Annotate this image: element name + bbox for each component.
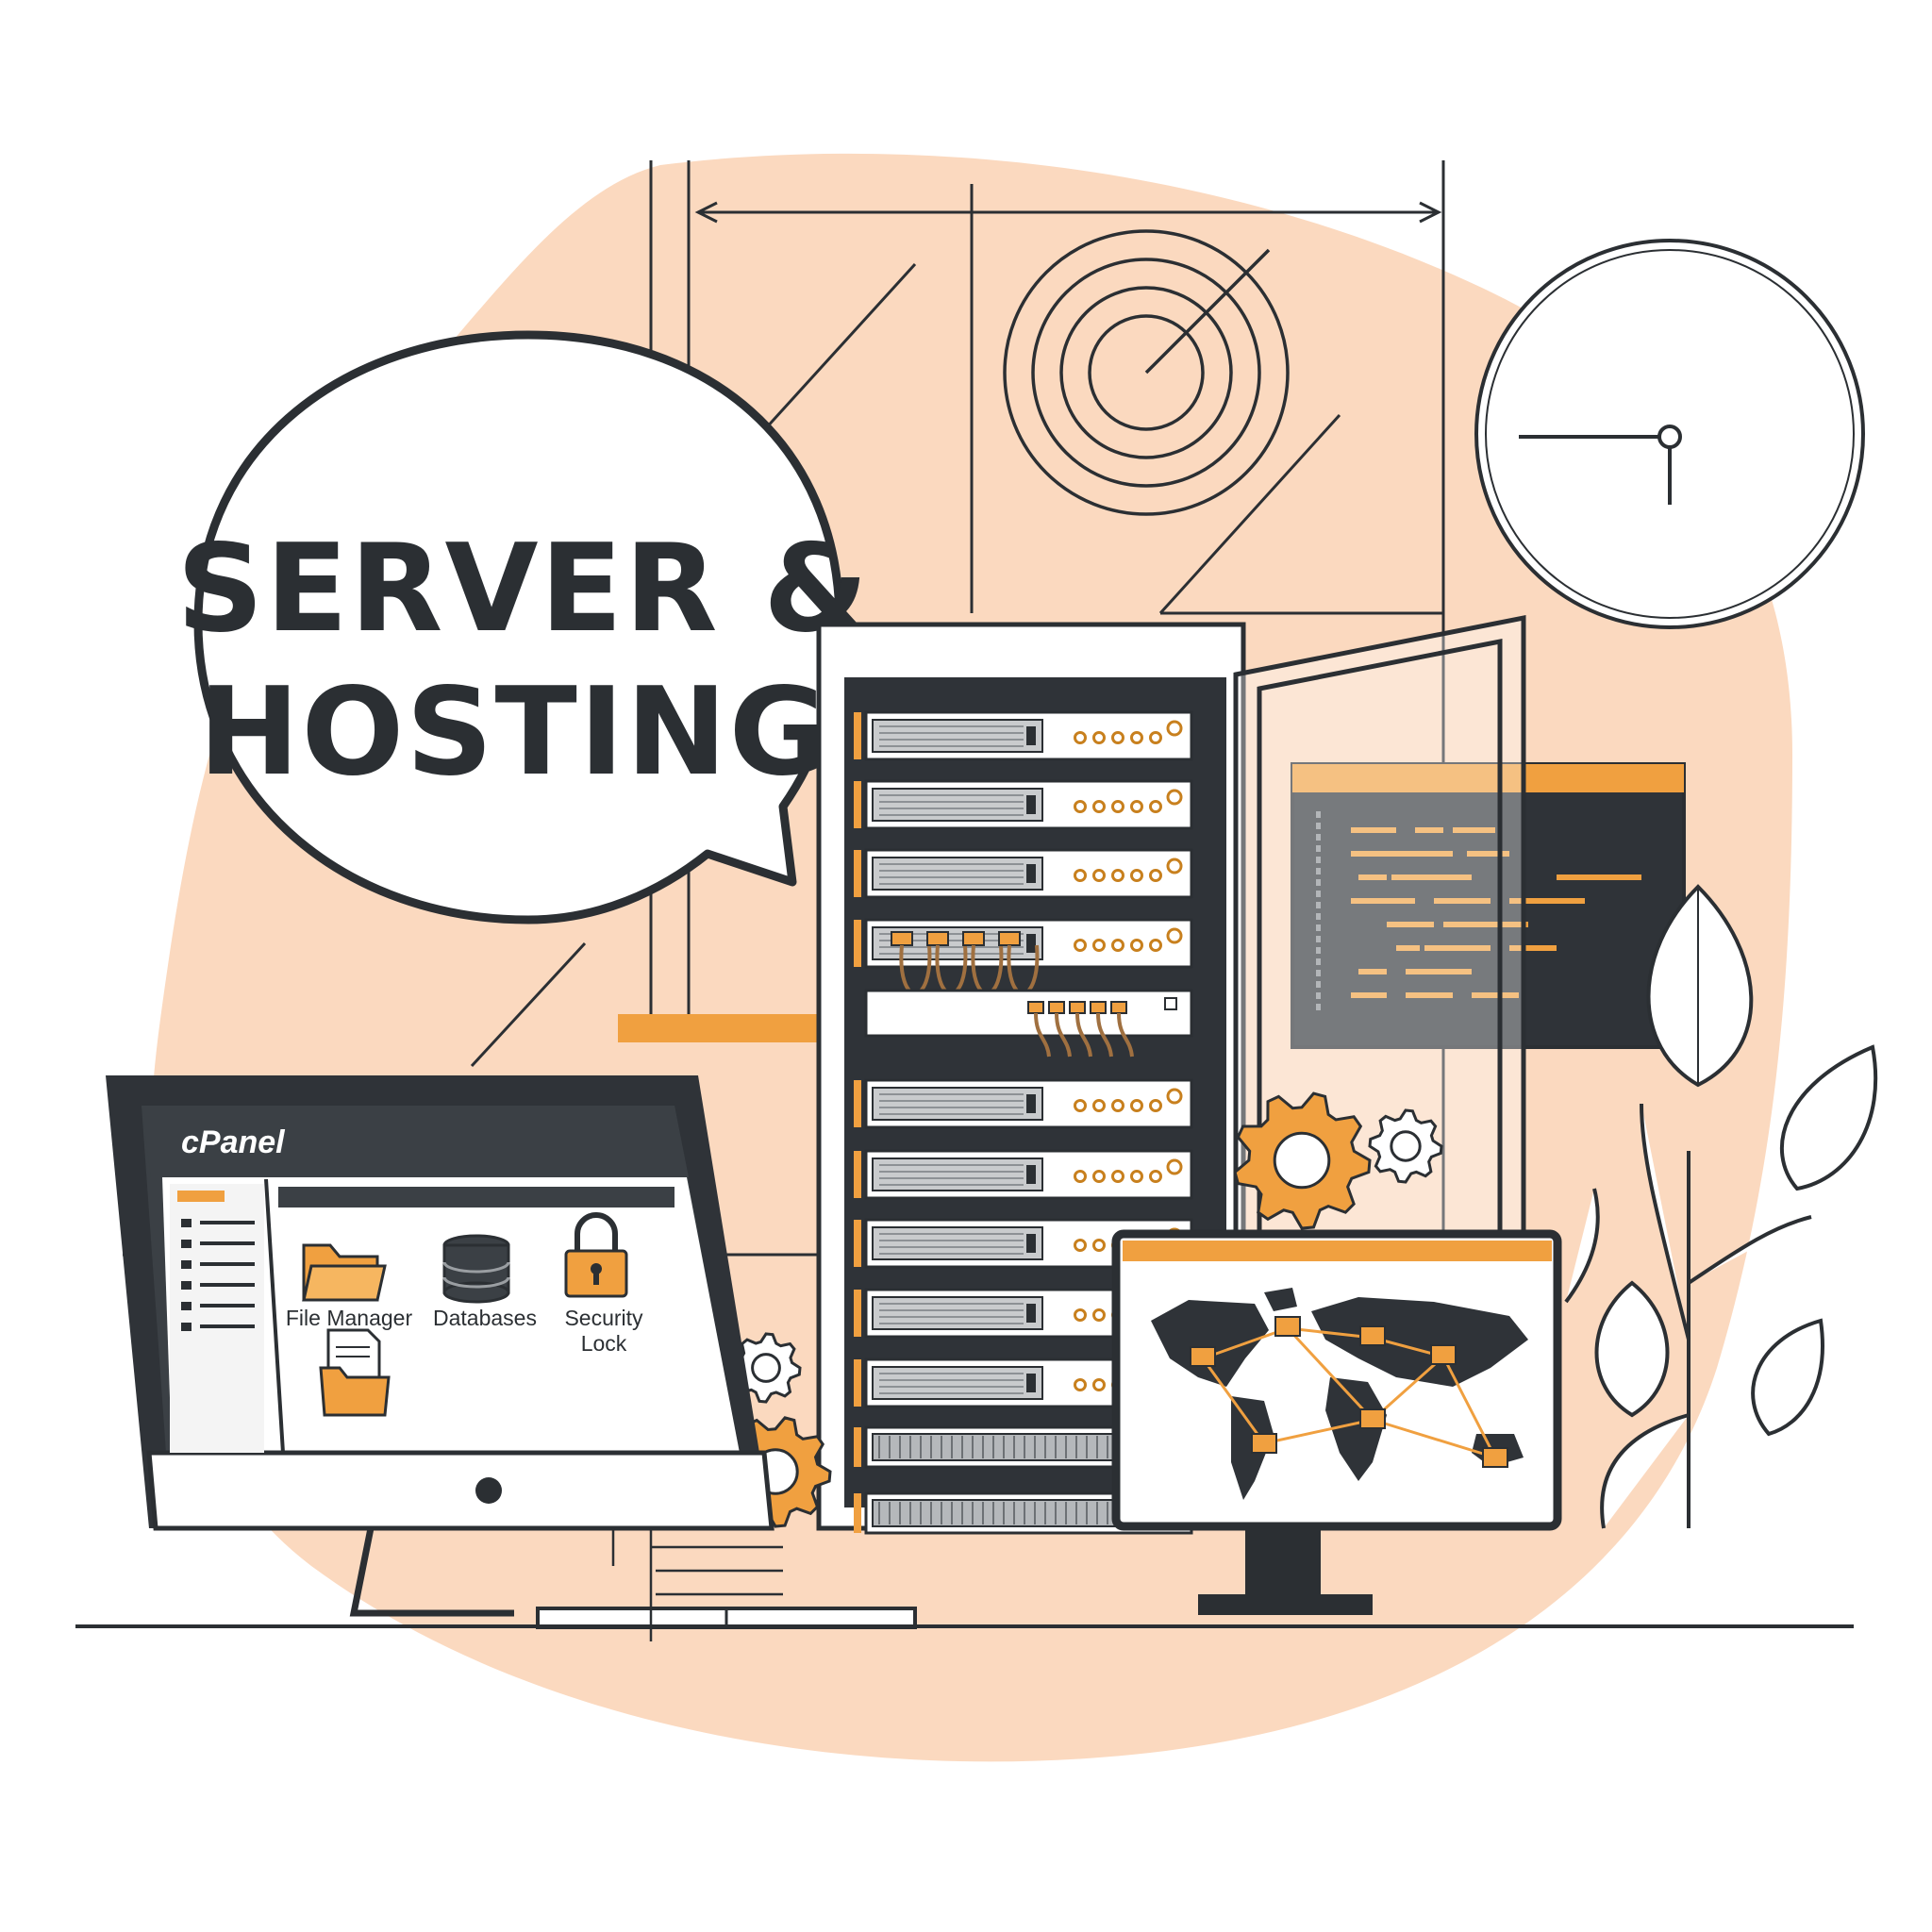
document-folder-icon <box>319 1328 391 1417</box>
cpanel-monitor: cPanel File Manager Databases Secu <box>106 1075 917 1629</box>
padlock-icon <box>564 1212 628 1298</box>
database-icon <box>442 1234 510 1304</box>
cpanel-logo: cPanel <box>181 1124 286 1160</box>
world-map-monitor <box>1111 1229 1562 1615</box>
server-unit <box>854 1491 1193 1535</box>
server-unit <box>854 1078 1193 1129</box>
headline-line2: HOSTING <box>198 662 829 803</box>
server-unit <box>854 1425 1193 1469</box>
code-screen <box>1291 762 1686 1049</box>
lock-label: Lock <box>581 1331 627 1356</box>
file-manager-label: File Manager <box>286 1306 413 1330</box>
server-unit <box>854 918 1193 995</box>
plant-icon <box>1564 884 1878 1529</box>
server-unit <box>854 710 1193 761</box>
folder-icon <box>302 1243 387 1302</box>
server-unit <box>854 848 1193 899</box>
security-label: Security <box>564 1306 643 1330</box>
speech-bubble: SERVER & HOSTING <box>176 330 870 924</box>
databases-label: Databases <box>433 1306 537 1330</box>
headline-line1: SERVER & <box>176 519 870 659</box>
clock-icon <box>1474 239 1865 629</box>
server-unit <box>854 1149 1193 1200</box>
server-unit <box>864 989 1193 1058</box>
target-icon <box>1003 229 1290 516</box>
dimension-lines <box>611 1528 783 1641</box>
orange-shelf <box>618 1014 835 1042</box>
server-unit <box>854 779 1193 830</box>
